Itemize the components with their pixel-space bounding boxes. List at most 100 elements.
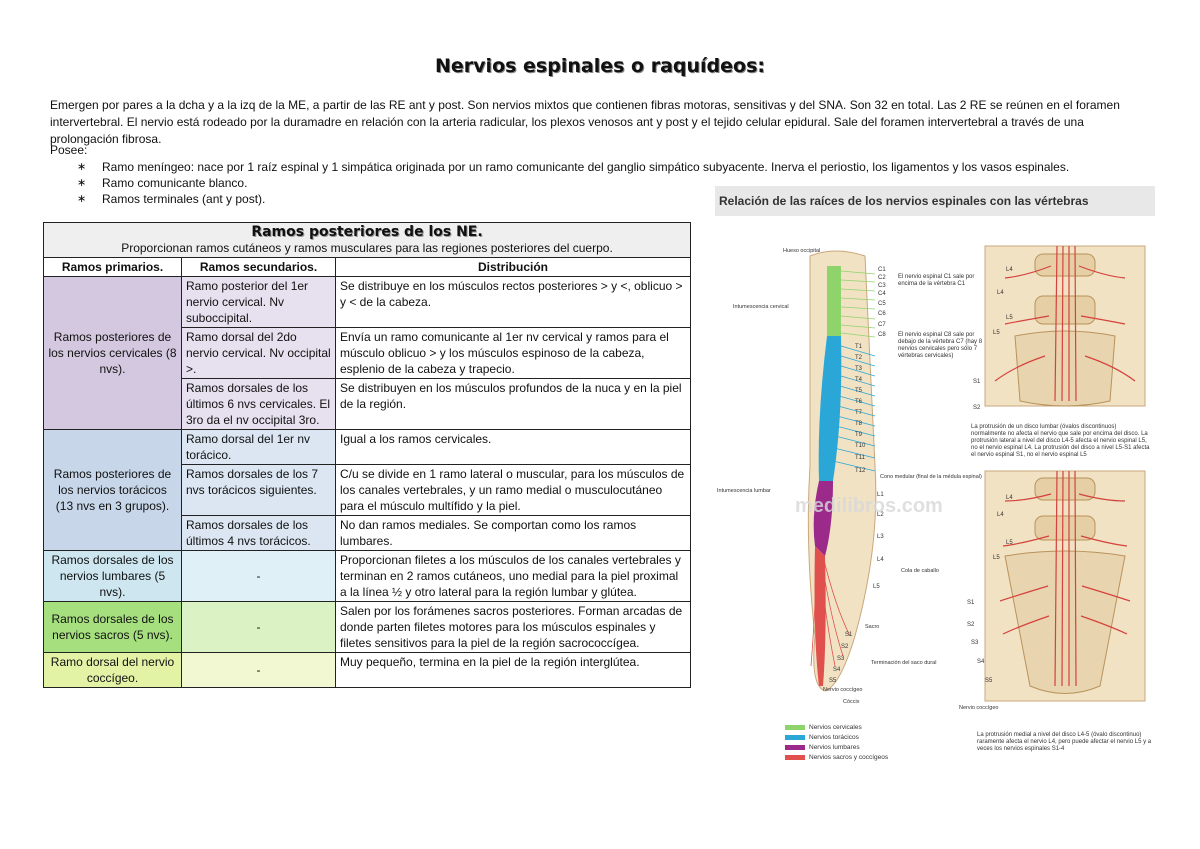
cervical-segment xyxy=(827,266,841,336)
svg-text:L1: L1 xyxy=(877,492,884,498)
table-row: Ramo dorsal del 2do nervio cervical. Nv … xyxy=(44,327,691,379)
ramos-posteriores-table: Ramos posteriores de los NE. Proporciona… xyxy=(43,222,691,688)
lumbar-segment xyxy=(813,481,833,556)
svg-text:S4: S4 xyxy=(833,667,841,673)
segment-labels-cervical: C1 C2 C3 C4 C5 C6 C7 C8 xyxy=(878,267,886,338)
svg-text:L4: L4 xyxy=(877,557,884,563)
svg-text:S1: S1 xyxy=(845,632,853,638)
svg-text:S5: S5 xyxy=(829,678,837,684)
cervical-nerves xyxy=(840,270,876,338)
table-row: Ramos posteriores de los nervios cervica… xyxy=(43,276,691,430)
svg-text:C2: C2 xyxy=(878,275,886,281)
label-intumescencia-lumbar: Intumescencia lumbar xyxy=(717,488,771,494)
table-header-row: Ramos primarios. Ramos secundarios. Dist… xyxy=(43,257,691,277)
distribution-cell: No dan ramos mediales. Se comportan como… xyxy=(335,515,691,551)
distribution-cell: Muy pequeño, termina en la piel de la re… xyxy=(335,652,691,688)
svg-text:T7: T7 xyxy=(855,410,863,416)
bullet-icon: ∗ xyxy=(77,177,87,189)
table-row: Ramo dorsal del nervio coccígeo. - Muy p… xyxy=(43,652,691,688)
segment-labels-thoracic: T1 T2 T3 T4 T5 T6 T7 T8 T9 T10 T11 T12 xyxy=(855,344,866,474)
label-saco-dural: Terminación del saco dural xyxy=(871,660,936,666)
label-nervio-coccigeo: Nervio coccígeo xyxy=(823,687,862,693)
distribution-cell: Igual a los ramos cervicales. xyxy=(335,429,691,465)
svg-text:L4: L4 xyxy=(997,512,1004,518)
table-row: Ramos dorsales de los nervios lumbares (… xyxy=(43,550,691,602)
sacral-segment xyxy=(814,546,826,686)
svg-text:S5: S5 xyxy=(985,678,993,684)
legend-swatch xyxy=(785,724,805,730)
table-title: Ramos posteriores de los NE. xyxy=(251,224,483,240)
distribution-cell: Se distribuyen en los músculos profundos… xyxy=(335,378,691,430)
svg-text:T5: T5 xyxy=(855,388,863,394)
note-disco-lumbar: La protrusión de un disco lumbar (óvalos… xyxy=(971,424,1150,458)
figure-header: Relación de las raíces de los nervios es… xyxy=(715,186,1155,216)
svg-text:C5: C5 xyxy=(878,301,886,307)
bullet-icon: ∗ xyxy=(77,161,87,173)
svg-text:L5: L5 xyxy=(873,584,880,590)
svg-text:C6: C6 xyxy=(878,311,886,317)
lumbar-sacral-view-top: L4 L4 L5 L5 S1 S2 xyxy=(973,245,1146,411)
legend-item: Nervios sacros y coccígeos xyxy=(785,752,888,762)
list-item: ∗Ramos terminales (ant y post). xyxy=(77,192,266,206)
segment-labels-sacral: S1 S2 S3 S4 S5 xyxy=(829,632,853,684)
svg-text:L5: L5 xyxy=(1006,315,1013,321)
segment-labels-lumbar: L1 L2 L3 L4 L5 xyxy=(873,492,884,590)
label-coccix: Cóccix xyxy=(843,699,860,705)
legend-swatch xyxy=(785,754,805,760)
watermark: medilibros.com xyxy=(795,495,943,517)
distribution-cell: Se distribuye en los músculos rectos pos… xyxy=(335,276,691,328)
svg-text:S4: S4 xyxy=(977,659,985,665)
legend-item: Nervios cervicales xyxy=(785,722,888,732)
legend-swatch xyxy=(785,734,805,740)
svg-text:L2: L2 xyxy=(877,512,884,518)
svg-text:L4: L4 xyxy=(997,290,1004,296)
thoracic-segment xyxy=(818,336,842,481)
label-cono-medular: Cono medular (final de la médula espinal… xyxy=(880,474,982,480)
cauda-equina xyxy=(810,555,851,667)
label-intumescencia-cervical: Intumescencia cervical xyxy=(733,304,789,310)
secondary-cell: Ramos dorsales de los 7 nvs torácicos si… xyxy=(181,464,336,516)
svg-text:C7: C7 xyxy=(878,322,886,328)
legend-item: Nervios torácicos xyxy=(785,732,888,742)
secondary-cell: Ramo dorsal del 1er nv torácico. xyxy=(181,429,336,465)
bullet-icon: ∗ xyxy=(77,193,87,205)
label-nervio-coccigeo-right: Nervio coccígeo xyxy=(959,705,998,711)
spinal-nerves-figure: Relación de las raíces de los nervios es… xyxy=(715,186,1155,766)
table-title-row: Ramos posteriores de los NE. Proporciona… xyxy=(43,222,691,258)
thoracic-nerves xyxy=(832,345,876,472)
svg-text:T4: T4 xyxy=(855,377,863,383)
svg-text:L5: L5 xyxy=(993,555,1000,561)
distribution-cell: C/u se divide en 1 ramo lateral o muscul… xyxy=(335,464,691,516)
primary-cell: Ramos posteriores de los nervios torácic… xyxy=(43,429,182,551)
svg-text:T12: T12 xyxy=(855,468,866,474)
distribution-cell: Envía un ramo comunicante al 1er nv cerv… xyxy=(335,327,691,379)
page-title: Nervios espinales o raquídeos: xyxy=(435,55,765,77)
primary-cell: Ramo dorsal del nervio coccígeo. xyxy=(43,652,182,688)
table-row: Ramos dorsales de los 7 nvs torácicos si… xyxy=(44,464,691,516)
table-row: Ramos posteriores de los nervios torácic… xyxy=(43,429,691,551)
secondary-cell: Ramos dorsales de los últimos 6 nvs cerv… xyxy=(181,378,336,430)
secondary-cell: - xyxy=(181,652,336,688)
label-hueso-occipital: Hueso occipital xyxy=(783,248,820,254)
secondary-cell: - xyxy=(181,550,336,602)
primary-cell: Ramos dorsales de los nervios sacros (5 … xyxy=(43,601,182,653)
intro-paragraph: Emergen por pares a la dcha y a la izq d… xyxy=(50,98,1120,146)
secondary-cell: Ramos dorsales de los últimos 4 nvs torá… xyxy=(181,515,336,551)
svg-text:L4: L4 xyxy=(1006,495,1013,501)
secondary-cell: - xyxy=(181,601,336,653)
lumbar-sacral-view-bottom: L4 L4 L5 L5 S1 S2 S3 S4 S5 Nervio coccíg… xyxy=(959,470,1146,711)
list-item: ∗Ramo meníngeo: nace por 1 raíz espinal … xyxy=(77,160,1070,174)
posee-list: ∗Ramo meníngeo: nace por 1 raíz espinal … xyxy=(50,159,1069,207)
figure-legend: Nervios cervicales Nervios torácicos Ner… xyxy=(785,722,888,762)
svg-text:S3: S3 xyxy=(971,640,979,646)
posee-label: Posee: xyxy=(50,143,88,157)
list-item: ∗Ramo comunicante blanco. xyxy=(77,176,248,190)
note-disco-medial: La protrusión medial a nivel del disco L… xyxy=(977,732,1152,752)
legend-item: Nervios lumbares xyxy=(785,742,888,752)
table-row: Ramos dorsales de los nervios sacros (5 … xyxy=(43,601,691,653)
table-row: Ramos dorsales de los últimos 4 nvs torá… xyxy=(44,515,691,551)
posee-section: Posee: ∗Ramo meníngeo: nace por 1 raíz e… xyxy=(50,142,1069,207)
svg-text:T9: T9 xyxy=(855,432,863,438)
label-sacro: Sacro xyxy=(865,624,879,630)
label-cola-caballo: Cola de caballo xyxy=(901,568,939,574)
